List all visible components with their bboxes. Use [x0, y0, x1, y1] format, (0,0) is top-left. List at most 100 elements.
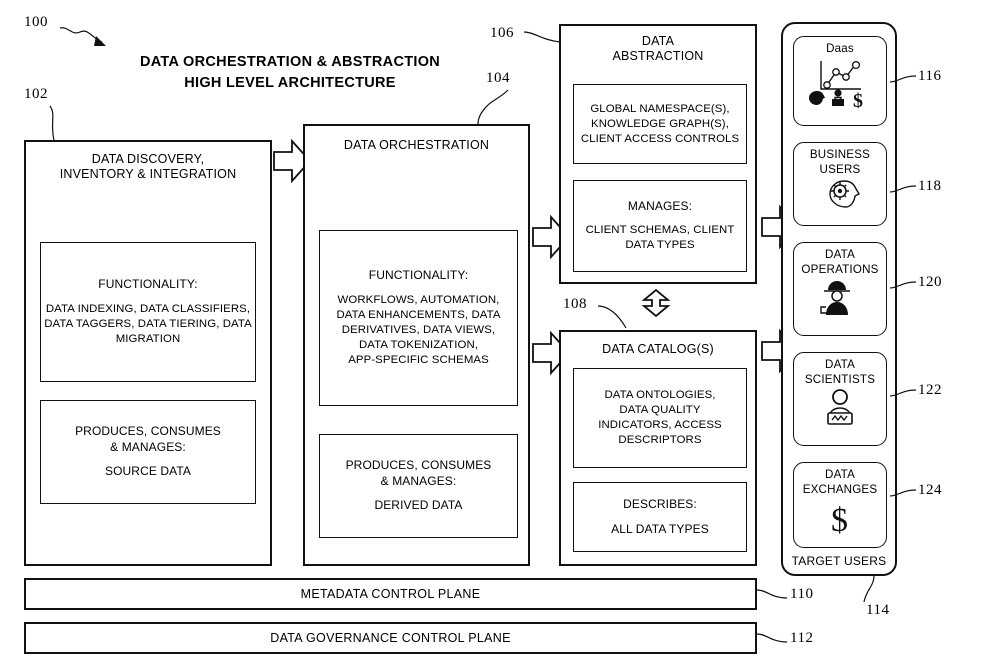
leader-122: [889, 389, 917, 397]
ref-114: 114: [866, 602, 890, 618]
head-gears-icon: [829, 180, 860, 208]
chart-people-dollar-icon: $: [809, 60, 863, 112]
ref-108: 108: [563, 296, 587, 312]
target-user-card-data-exchanges[interactable]: DATA EXCHANGES $: [793, 462, 887, 548]
data-discovery-header-line-1: DATA DISCOVERY,: [91, 152, 205, 166]
ref-100: 100: [24, 14, 48, 30]
title-line-1: DATA ORCHESTRATION & ABSTRACTION: [139, 54, 441, 70]
dollar-sign-icon: $: [831, 502, 848, 539]
leader-114: [863, 575, 875, 603]
title-line-2: HIGH LEVEL ARCHITECTURE: [184, 75, 396, 91]
abstraction-capabilities-line-2: KNOWLEDGE GRAPH(S),: [591, 117, 729, 130]
discovery-manages-value: SOURCE DATA: [105, 464, 191, 479]
business-users-label-line-2: USERS: [819, 162, 861, 176]
business-users-label-line-1: BUSINESS: [809, 148, 871, 161]
target-users-column: Daas $ BUSINESS USERS: [781, 22, 897, 576]
ref-106: 106: [490, 25, 514, 41]
discovery-manages-box: PRODUCES, CONSUMES & MANAGES: SOURCE DAT…: [40, 400, 256, 504]
ref-122: 122: [918, 382, 942, 398]
discovery-manages-line-1: PRODUCES, CONSUMES: [75, 424, 221, 439]
data-abstraction-box: DATA ABSTRACTION GLOBAL NAMESPACE(S), KN…: [559, 24, 757, 284]
catalog-describes-value: ALL DATA TYPES: [611, 521, 709, 536]
abstraction-manages-label: MANAGES:: [627, 198, 693, 213]
target-users-caption: TARGET USERS: [791, 554, 887, 568]
leader-108: [597, 305, 627, 329]
orchestration-functionality-line-4: DATA TOKENIZATION,: [358, 338, 479, 351]
data-exchanges-label-line-2: EXCHANGES: [802, 482, 878, 496]
catalog-contents-line-1: DATA ONTOLOGIES,: [604, 389, 716, 401]
abstraction-manages-line-2: DATA TYPES: [625, 239, 695, 252]
orchestration-manages-value: DERIVED DATA: [374, 498, 463, 513]
catalog-contents-line-4: DESCRIPTORS: [618, 434, 702, 446]
discovery-functionality-line-3: MIGRATION: [115, 332, 181, 345]
data-discovery-header-line-2: INVENTORY & INTEGRATION: [59, 167, 237, 181]
ref-116: 116: [918, 68, 942, 84]
svg-text:$: $: [853, 90, 863, 112]
orchestration-functionality-line-5: APP-SPECIFIC SCHEMAS: [348, 353, 489, 366]
data-catalog-box: DATA CATALOG(S) DATA ONTOLOGIES, DATA QU…: [559, 330, 757, 566]
leader-102: [49, 105, 55, 141]
leader-120: [889, 281, 917, 289]
ref-102: 102: [24, 86, 48, 102]
target-user-card-data-scientists[interactable]: DATA SCIENTISTS: [793, 352, 887, 446]
data-abstraction-header-line-1: DATA: [641, 34, 675, 48]
discovery-functionality-line-2: DATA TAGGERS, DATA TIERING, DATA: [44, 317, 252, 330]
leader-116: [889, 75, 917, 83]
catalog-describes-label: DESCRIBES:: [623, 497, 697, 511]
svg-text:$: $: [831, 502, 848, 539]
data-abstraction-header-line-2: ABSTRACTION: [612, 49, 704, 63]
orchestration-functionality-label: FUNCTIONALITY:: [368, 268, 469, 283]
orchestration-manages-box: PRODUCES, CONSUMES & MANAGES: DERIVED DA…: [319, 434, 518, 538]
orchestration-functionality-box: FUNCTIONALITY: WORKFLOWS, AUTOMATION, DA…: [319, 230, 518, 406]
arrow-abstraction-catalog-bidirectional: [641, 288, 671, 318]
ref-104: 104: [486, 70, 510, 86]
discovery-functionality-box: FUNCTIONALITY: DATA INDEXING, DATA CLASS…: [40, 242, 256, 382]
target-user-card-business-users[interactable]: BUSINESS USERS: [793, 142, 887, 226]
data-discovery-header: DATA DISCOVERY, INVENTORY & INTEGRATION: [26, 152, 270, 182]
daas-label: Daas: [826, 42, 854, 55]
orchestration-manages-line-2: & MANAGES:: [380, 473, 457, 488]
metadata-control-plane: METADATA CONTROL PLANE: [24, 578, 757, 610]
discovery-functionality-line-1: DATA INDEXING, DATA CLASSIFIERS,: [45, 302, 251, 315]
orchestration-functionality-line-3: DERIVATIVES, DATA VIEWS,: [341, 323, 496, 336]
catalog-contents-box: DATA ONTOLOGIES, DATA QUALITY INDICATORS…: [573, 368, 747, 468]
data-scientists-label-line-1: DATA: [825, 358, 855, 371]
data-exchanges-label-line-1: DATA: [825, 468, 855, 481]
catalog-contents-line-2: DATA QUALITY: [619, 404, 701, 416]
leader-104: [477, 89, 509, 127]
ref-124: 124: [918, 482, 942, 498]
leader-124: [889, 489, 917, 497]
data-abstraction-header: DATA ABSTRACTION: [561, 34, 755, 64]
data-orchestration-header: DATA ORCHESTRATION: [343, 138, 490, 152]
orchestration-manages-line-1: PRODUCES, CONSUMES: [345, 458, 492, 473]
figure-title: DATA ORCHESTRATION & ABSTRACTION HIGH LE…: [110, 52, 470, 94]
arrow-discovery-to-orchestration: [273, 138, 312, 184]
target-user-card-data-operations[interactable]: DATA OPERATIONS: [793, 242, 887, 336]
abstraction-capabilities-box: GLOBAL NAMESPACE(S), KNOWLEDGE GRAPH(S),…: [573, 84, 747, 164]
discovery-functionality-label: FUNCTIONALITY:: [98, 277, 198, 292]
leader-112: [756, 633, 788, 643]
discovery-manages-line-2: & MANAGES:: [110, 439, 186, 454]
abstraction-capabilities-line-1: GLOBAL NAMESPACE(S),: [590, 102, 730, 115]
data-governance-control-plane: DATA GOVERNANCE CONTROL PLANE: [24, 622, 757, 654]
leader-110: [756, 589, 788, 599]
catalog-describes-box: DESCRIBES: ALL DATA TYPES: [573, 482, 747, 552]
data-operations-label-line-1: DATA: [825, 248, 855, 261]
ref-120: 120: [918, 274, 942, 290]
orchestration-functionality-line-2: DATA ENHANCEMENTS, DATA: [336, 308, 501, 321]
data-scientists-label-line-2: SCIENTISTS: [804, 372, 876, 386]
data-orchestration-box: DATA ORCHESTRATION FUNCTIONALITY: WORKFL…: [303, 124, 530, 566]
ref-110: 110: [790, 586, 814, 602]
leader-100: [59, 27, 106, 46]
data-catalog-header: DATA CATALOG(S): [602, 342, 714, 356]
catalog-contents-line-3: INDICATORS, ACCESS: [598, 419, 722, 431]
data-discovery-box: DATA DISCOVERY, INVENTORY & INTEGRATION …: [24, 140, 272, 566]
target-user-card-daas[interactable]: Daas $: [793, 36, 887, 126]
ref-112: 112: [790, 630, 814, 646]
abstraction-manages-box: MANAGES: CLIENT SCHEMAS, CLIENT DATA TYP…: [573, 180, 747, 272]
person-laptop-icon: [827, 389, 853, 425]
worker-helmet-icon: [820, 281, 850, 315]
leader-118: [889, 185, 917, 193]
leader-106: [523, 31, 561, 43]
